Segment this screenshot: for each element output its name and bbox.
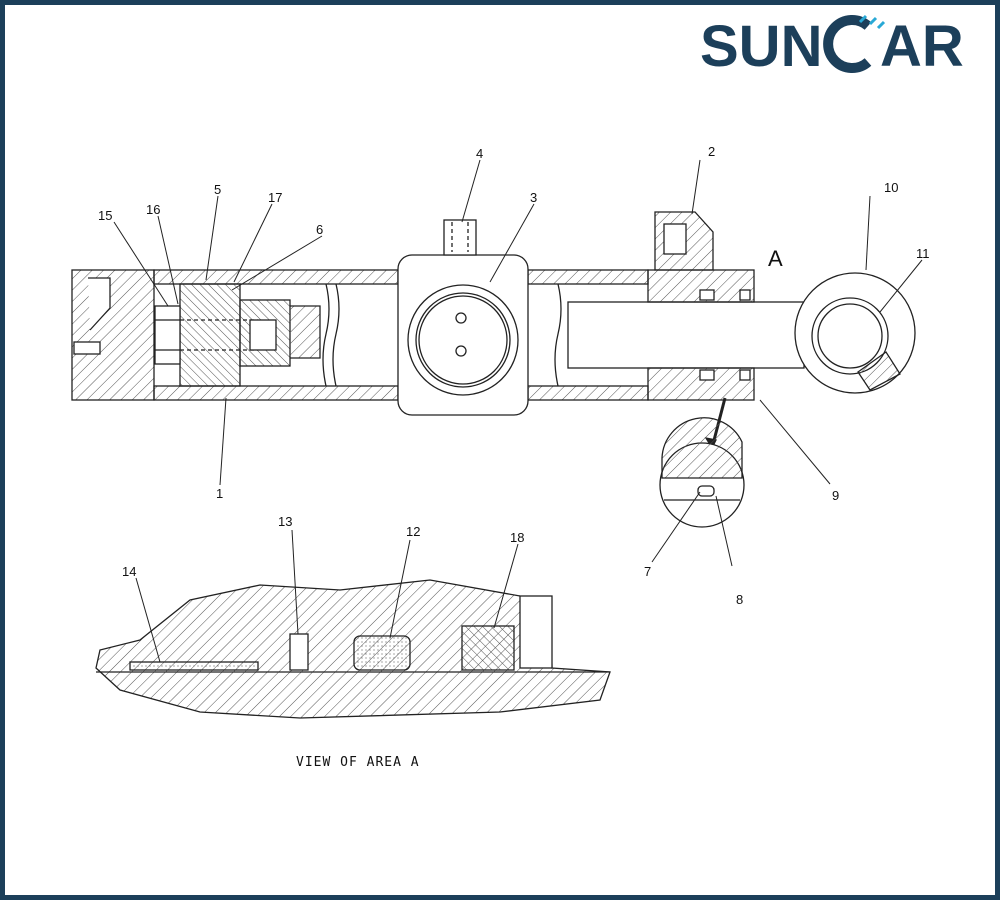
callout-2: 2 <box>708 144 715 159</box>
logo-text-right: AR <box>880 14 964 79</box>
callout-1: 1 <box>216 486 223 501</box>
barrel-wall-bottom-right <box>527 385 649 401</box>
callouts: 1 2 3 4 5 6 7 8 9 10 11 12 13 14 15 16 1… <box>98 144 930 607</box>
wiper-seal <box>461 625 515 671</box>
leader-lines <box>113 159 923 663</box>
buffer-ring <box>289 633 309 671</box>
suncar-logo: SUN AR <box>700 14 964 79</box>
wear-ring <box>129 661 259 671</box>
logo-c-mark <box>823 14 886 73</box>
callout-7: 7 <box>644 564 651 579</box>
callout-15: 15 <box>98 208 112 223</box>
piston <box>179 283 241 387</box>
area-a-detail <box>95 579 611 719</box>
callout-8: 8 <box>736 592 743 607</box>
head-end-cap <box>71 269 155 401</box>
barrel-wall-top-left <box>153 269 399 285</box>
logo-text-left: SUN <box>700 14 822 79</box>
callout-18: 18 <box>510 530 524 545</box>
callout-17: 17 <box>268 190 282 205</box>
view-caption: VIEW OF AREA A <box>296 755 420 770</box>
callout-16: 16 <box>146 202 160 217</box>
callout-11: 11 <box>916 246 930 261</box>
cylinder-assembly <box>71 211 916 528</box>
area-a-label: A <box>768 246 783 271</box>
callout-5: 5 <box>214 182 221 197</box>
callout-6: 6 <box>316 222 323 237</box>
barrel-wall-bottom-left <box>153 385 399 401</box>
piston-bolt <box>154 305 181 365</box>
grease-fitting <box>443 219 477 256</box>
barrel-wall-top-right <box>527 269 649 285</box>
rod-seal <box>353 635 411 671</box>
piston-rod <box>567 301 805 369</box>
callout-10: 10 <box>884 180 898 195</box>
callout-13: 13 <box>278 514 292 529</box>
callout-14: 14 <box>122 564 136 579</box>
callout-9: 9 <box>832 488 839 503</box>
callout-3: 3 <box>530 190 537 205</box>
callout-4: 4 <box>476 146 483 161</box>
callout-12: 12 <box>406 524 420 539</box>
